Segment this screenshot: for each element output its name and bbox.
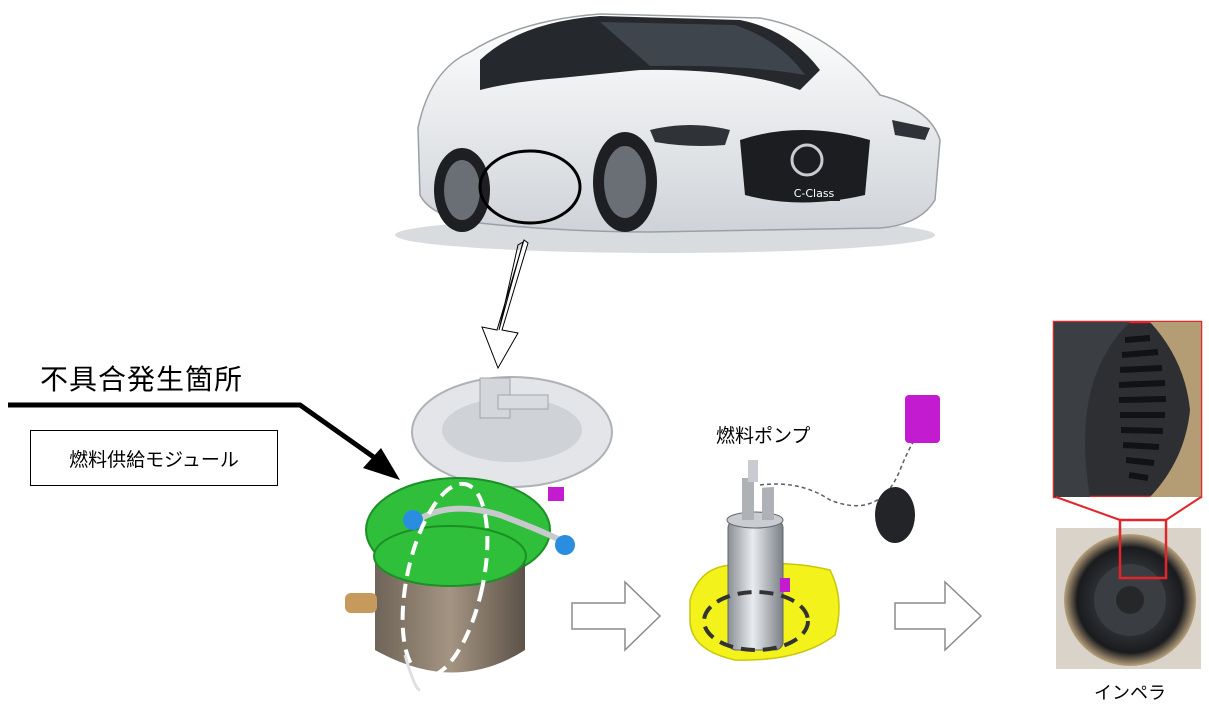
impeller-label: インペラ: [1094, 683, 1166, 704]
fault-location-title: 不具合発生箇所: [40, 363, 244, 396]
fuel-supply-module-label: 燃料供給モジュール: [69, 448, 239, 471]
car-badge: C-Class: [794, 187, 835, 200]
hollow-right-arrow-2: [894, 580, 983, 652]
impeller-image: [1052, 320, 1203, 669]
module-dashed-ellipse: [400, 481, 490, 679]
fuel-pump-image: [689, 395, 940, 661]
fuel-location-ellipse: [478, 149, 582, 225]
pump-dashed-ellipse: [702, 590, 810, 652]
hollow-right-arrow-1: [571, 580, 662, 652]
fuel-pump-label: 燃料ポンプ: [716, 425, 811, 447]
callout-arrow: [8, 402, 400, 480]
fuel-supply-module-image: [345, 376, 613, 692]
car-image: C-Class: [395, 13, 941, 253]
fuel-supply-module-label-box: 燃料供給モジュール: [30, 430, 278, 486]
